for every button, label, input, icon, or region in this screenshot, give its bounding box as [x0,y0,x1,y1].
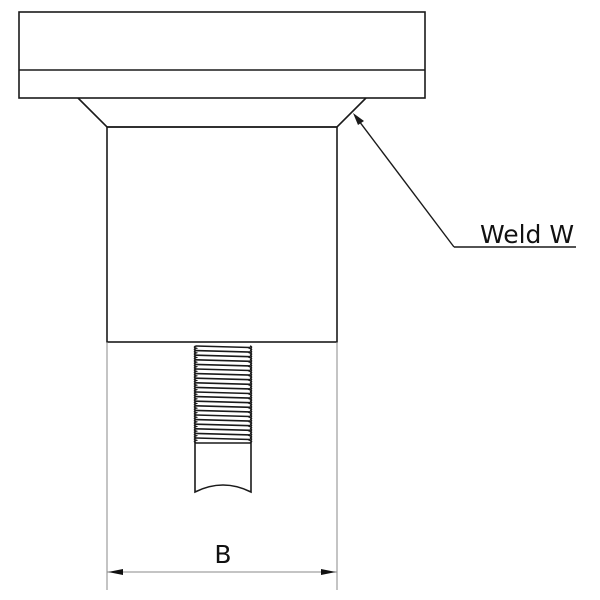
thread-crest [247,432,253,439]
thread-line [195,345,251,349]
thread-crest [193,386,199,393]
thread-crest [193,382,199,389]
thread-crest [193,409,199,416]
thread-line [195,372,251,376]
thread-crest [247,382,253,389]
thread-crest [247,368,253,375]
top-plate [18,11,426,99]
thread-crest [247,391,253,398]
thread-crest [193,368,199,375]
weld-leader [353,113,576,248]
thread-line [195,409,251,413]
thread-crest [193,359,199,366]
thread-crest [193,377,199,384]
thread-crest [247,345,253,352]
thread-crest [247,386,253,393]
weld-label: Weld W [480,220,574,249]
thread-line [195,386,251,390]
thread-line [195,405,251,409]
threaded-stud [193,345,253,444]
thread-crest [247,437,253,444]
thread-crest [193,372,199,379]
thread-crest [193,363,199,370]
body-block [106,126,338,343]
thread-line [195,395,251,399]
thread-line [195,428,251,432]
thread-crest [247,400,253,407]
thread-line [195,359,251,363]
thread-line [195,418,251,422]
thread-line [195,354,251,358]
thread-crest [247,354,253,361]
thread-crest [247,428,253,435]
thread-crest [247,377,253,384]
thread-crest [247,418,253,425]
dimension-b [106,342,338,590]
thread-line [195,432,251,436]
thread-line [195,382,251,386]
thread-crest [193,428,199,435]
thread-crest [247,414,253,421]
thread-crest [193,414,199,421]
thread-crest [193,418,199,425]
thread-crest [193,354,199,361]
thread-crest [193,395,199,402]
thread-line [195,363,251,367]
thread-crest [247,359,253,366]
thread-crest [247,405,253,412]
thread-crest [193,437,199,444]
dimension-arrow-right [321,569,336,575]
thread-line [195,349,251,353]
thread-line [195,377,251,381]
thread-line [195,368,251,372]
thread-crest [193,349,199,356]
thread-line [195,437,251,441]
thread-crest [247,372,253,379]
thread-crest [193,391,199,398]
thread-crest [193,400,199,407]
thread-crest [247,349,253,356]
thread-crest [193,432,199,439]
thread-crest [193,423,199,430]
leader-arrowhead [353,113,364,125]
weld-fillet [77,97,367,128]
thread-line [195,391,251,395]
stud-shank [194,442,252,494]
thread-crest [247,409,253,416]
thread-crest [193,345,199,352]
thread-crest [247,395,253,402]
thread-line [195,423,251,427]
dimension-label: B [214,540,231,569]
thread-line [195,400,251,404]
thread-crest [247,363,253,370]
thread-crest [193,405,199,412]
thread-line [195,414,251,418]
dimension-arrow-left [108,569,123,575]
thread-crest [247,423,253,430]
